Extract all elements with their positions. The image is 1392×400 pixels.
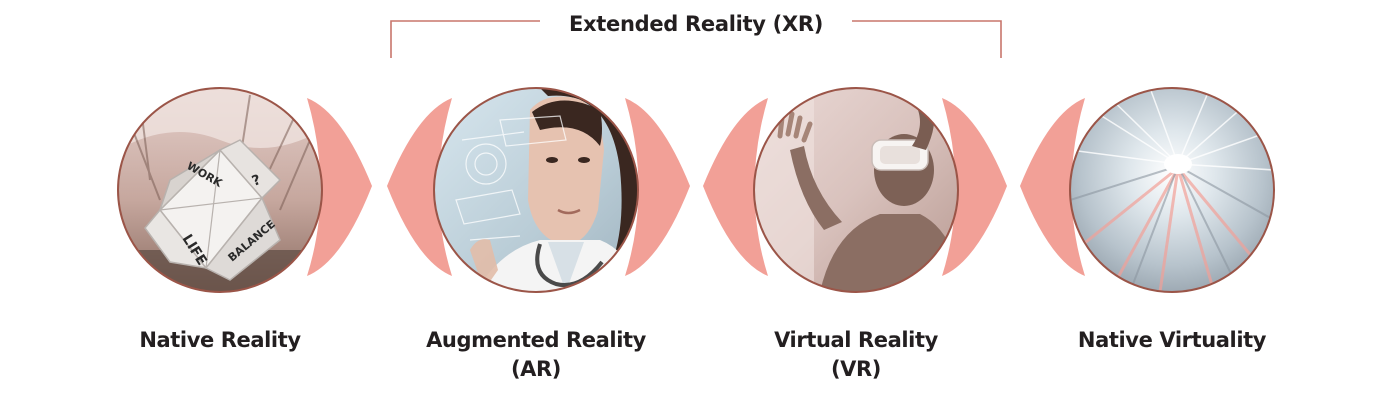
stage-label-line: Augmented Reality xyxy=(426,328,646,352)
xr-title: Extended Reality (XR) xyxy=(540,9,852,39)
native-virtuality-image xyxy=(1069,87,1275,293)
stage-label-native-virtuality: Native Virtuality xyxy=(1052,326,1292,355)
stage-label-virtual-reality: Virtual Reality (VR) xyxy=(736,326,976,384)
stage-label-line: Native Virtuality xyxy=(1077,328,1267,352)
chevron-right-arc-1 xyxy=(307,98,372,276)
chevron-right-arc-3 xyxy=(942,98,1007,276)
stage-label-native-reality: Native Reality xyxy=(110,326,330,355)
virtual-reality-image xyxy=(753,87,959,293)
chevron-left-arc-2 xyxy=(387,98,452,276)
chevron-left-arc-4 xyxy=(1020,98,1085,276)
stage-label-abbrev: (VR) xyxy=(830,357,882,381)
augmented-reality-image xyxy=(433,87,639,293)
xr-bracket xyxy=(390,20,1002,58)
stage-label-line: Native Reality xyxy=(139,328,301,352)
native-reality-image: LIFE BALANCE WORK ? xyxy=(117,87,323,293)
stage-label-augmented-reality: Augmented Reality (AR) xyxy=(416,326,656,384)
fortune-teller-paper xyxy=(144,139,282,281)
chevron-left-arc-3 xyxy=(703,98,768,276)
chevron-right-arc-2 xyxy=(625,98,690,276)
stage-label-abbrev: (AR) xyxy=(510,357,562,381)
stage-label-line: Virtual Reality xyxy=(774,328,938,352)
